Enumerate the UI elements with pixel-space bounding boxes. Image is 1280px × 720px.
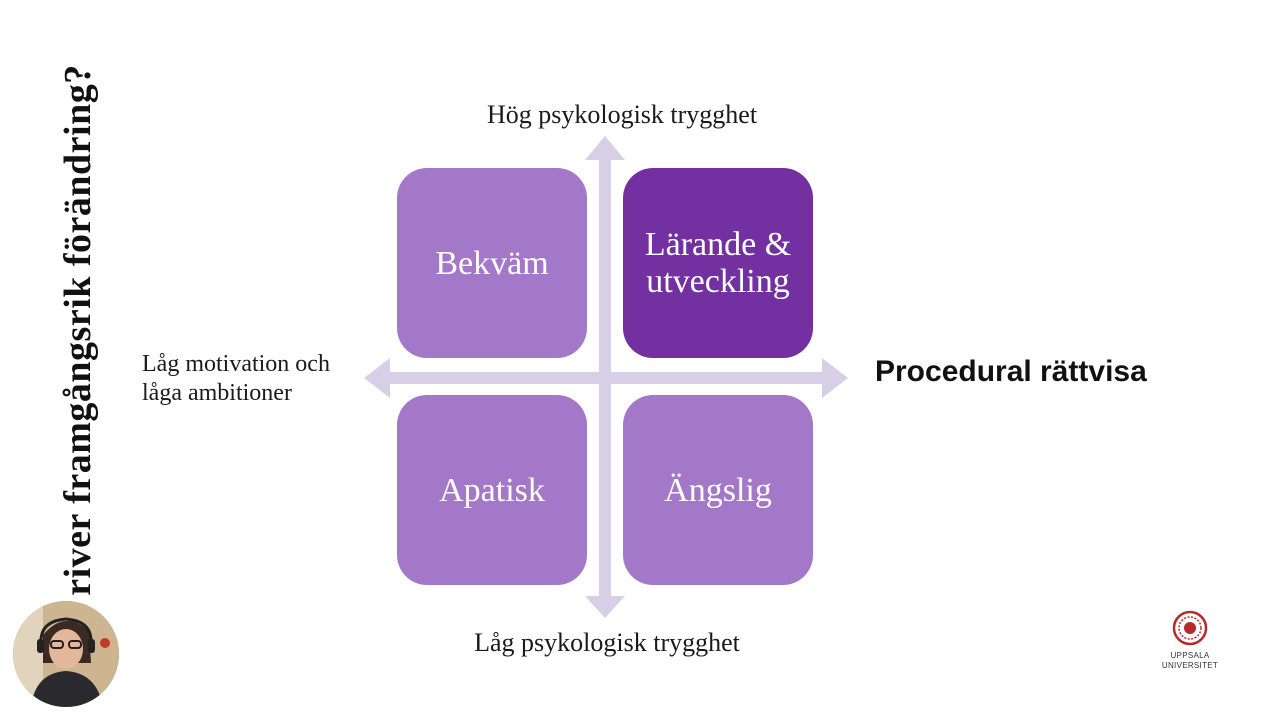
quadrant-top-right-label-line-2: utveckling (646, 263, 790, 300)
axis-left-label: Låg motivation och låga ambitioner (142, 350, 330, 408)
logo-line-1: UPPSALA (1170, 651, 1210, 660)
quadrant-top-left-label: Bekväm (435, 244, 549, 282)
university-seal-icon (1172, 610, 1208, 646)
university-logo: UPPSALA UNIVERSITET (1150, 610, 1230, 671)
quadrant-top-right: Lärande & utveckling (623, 168, 813, 358)
axis-left-line-1: Låg motivation och (142, 351, 330, 377)
horizontal-axis-shaft (388, 372, 828, 384)
axis-left-line-2: låga ambitioner (142, 380, 292, 406)
presenter-video-icon (13, 601, 119, 707)
logo-line-2: UNIVERSITET (1161, 661, 1219, 670)
arrow-down-head (585, 596, 625, 618)
quadrant-top-left: Bekväm (397, 168, 587, 358)
axis-right-label: Procedural rättvisa (875, 355, 1147, 388)
arrow-left-head (364, 358, 390, 398)
arrow-right-head (822, 358, 848, 398)
quadrant-bottom-left: Apatisk (397, 395, 587, 585)
quadrant-bottom-right-label: Ängslig (664, 471, 772, 509)
axis-top-label: Hög psykologisk trygghet (486, 100, 758, 129)
quadrant-bottom-right: Ängslig (623, 395, 813, 585)
axis-bottom-label: Låg psykologisk trygghet (474, 628, 740, 657)
quadrant-bottom-left-label: Apatisk (439, 471, 545, 509)
quadrant-top-right-label-line-1: Lärande & (644, 226, 792, 263)
arrow-up-head (585, 136, 625, 160)
